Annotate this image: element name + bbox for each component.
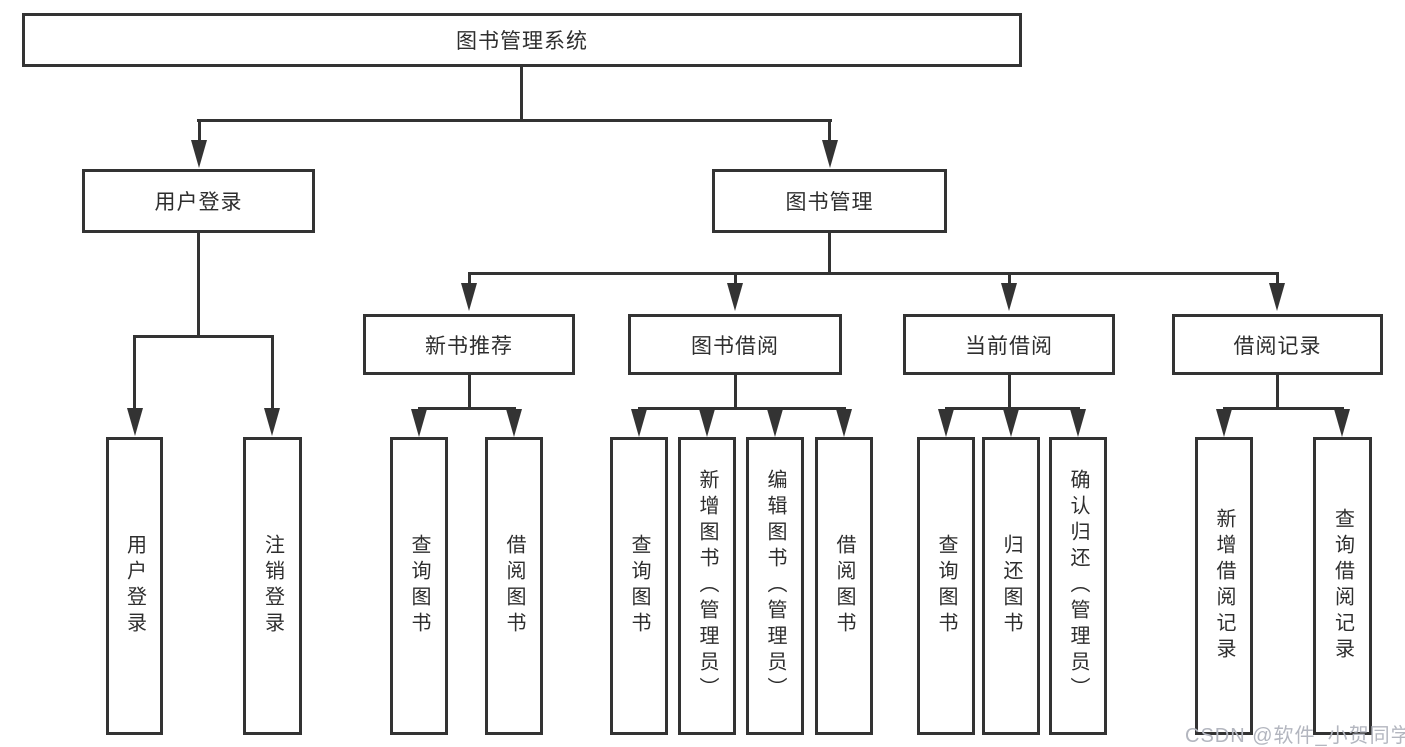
connector-user-branch-stem-line	[197, 233, 200, 335]
connector-drop-line	[1276, 272, 1279, 286]
arrow-down-icon	[836, 409, 852, 437]
node-label: 新书推荐	[425, 334, 513, 358]
leaf-label: 查询借阅记录	[1331, 508, 1354, 664]
leaf-label: 编辑图书（管理员）	[764, 469, 786, 703]
leaf-add-books-admin: 新增图书（管理员）	[678, 437, 736, 735]
node-book-borrowing: 图书借阅	[628, 314, 842, 375]
connector-stem-line	[734, 375, 737, 410]
connector-level2-split-line	[197, 119, 832, 122]
leaf-return-books: 归还图书	[982, 437, 1040, 735]
leaf-query-books-recommend: 查询图书	[390, 437, 448, 735]
connector-stem-line	[468, 375, 471, 410]
csdn-watermark: CSDN @软件_小贺同学	[1185, 725, 1405, 747]
node-root-library-system: 图书管理系统	[22, 13, 1022, 67]
connector-drop-line	[468, 272, 471, 286]
connector-root-stem-line	[520, 67, 523, 122]
arrow-down-icon	[461, 283, 477, 311]
arrow-down-icon	[699, 409, 715, 437]
leaf-query-books-current: 查询图书	[917, 437, 975, 735]
connector-book-mgmt-drop-line	[828, 119, 831, 145]
arrow-down-icon	[1216, 409, 1232, 437]
node-current-borrowing: 当前借阅	[903, 314, 1115, 375]
connector-stem-line	[1276, 375, 1279, 410]
arrow-down-icon	[767, 409, 783, 437]
leaf-label: 查询图书	[628, 534, 650, 638]
leaf-label: 确认归还（管理员）	[1067, 469, 1089, 703]
leaf-query-books-borrowing: 查询图书	[610, 437, 668, 735]
node-label: 当前借阅	[965, 334, 1053, 358]
leaf-label: 借阅图书	[503, 534, 525, 638]
arrow-down-icon	[727, 283, 743, 311]
node-label: 图书借阅	[691, 334, 779, 358]
connector-user-branch-split-line	[133, 335, 274, 338]
arrow-down-icon	[822, 140, 838, 168]
connector-user-login-drop-line	[198, 119, 201, 145]
arrow-down-icon	[506, 409, 522, 437]
arrow-down-icon	[1269, 283, 1285, 311]
connector-leaf-drop-line	[133, 335, 136, 413]
leaf-edit-books-admin: 编辑图书（管理员）	[746, 437, 804, 735]
leaf-label: 新增借阅记录	[1213, 508, 1235, 664]
leaf-logout: 注销登录	[243, 437, 302, 735]
leaf-label: 新增图书（管理员）	[696, 469, 718, 703]
arrow-down-icon	[938, 409, 954, 437]
leaf-confirm-return-admin: 确认归还（管理员）	[1049, 437, 1107, 735]
connector-split-line	[945, 407, 1080, 410]
node-label: 用户登录	[154, 191, 243, 214]
connector-drop-line	[734, 272, 737, 286]
arrow-down-icon	[1003, 409, 1019, 437]
node-user-login-branch: 用户登录	[82, 169, 315, 233]
connector-leaf-drop-line	[271, 335, 274, 413]
node-borrowing-records: 借阅记录	[1172, 314, 1383, 375]
arrow-down-icon	[1001, 283, 1017, 311]
arrow-down-icon	[631, 409, 647, 437]
connector-mgmt-stem-line	[828, 233, 831, 275]
node-label: 借阅记录	[1233, 334, 1322, 358]
connector-split-line	[1223, 407, 1344, 410]
leaf-add-borrow-record: 新增借阅记录	[1195, 437, 1253, 735]
leaf-borrow-books-borrowing: 借阅图书	[815, 437, 873, 735]
leaf-label: 注销登录	[261, 534, 284, 638]
node-book-management-branch: 图书管理	[712, 169, 947, 233]
connector-drop-line	[1008, 272, 1011, 286]
arrow-down-icon	[411, 409, 427, 437]
arrow-down-icon	[127, 408, 143, 436]
arrow-down-icon	[191, 140, 207, 168]
node-label: 图书管理	[785, 191, 874, 214]
leaf-user-login: 用户登录	[106, 437, 163, 735]
leaf-query-borrow-record: 查询借阅记录	[1313, 437, 1372, 735]
leaf-label: 查询图书	[408, 534, 430, 638]
leaf-label: 借阅图书	[833, 534, 855, 638]
arrow-down-icon	[264, 408, 280, 436]
leaf-label: 查询图书	[935, 534, 957, 638]
arrow-down-icon	[1070, 409, 1086, 437]
leaf-borrow-books-recommend: 借阅图书	[485, 437, 543, 735]
leaf-label: 用户登录	[123, 534, 146, 638]
arrow-down-icon	[1334, 409, 1350, 437]
node-label: 图书管理系统	[456, 30, 588, 53]
connector-split-line	[638, 407, 846, 410]
node-new-book-recommend: 新书推荐	[363, 314, 575, 375]
connector-split-line	[418, 407, 516, 410]
connector-level3-split-line	[468, 272, 1279, 275]
connector-stem-line	[1008, 375, 1011, 410]
leaf-label: 归还图书	[1000, 534, 1022, 638]
